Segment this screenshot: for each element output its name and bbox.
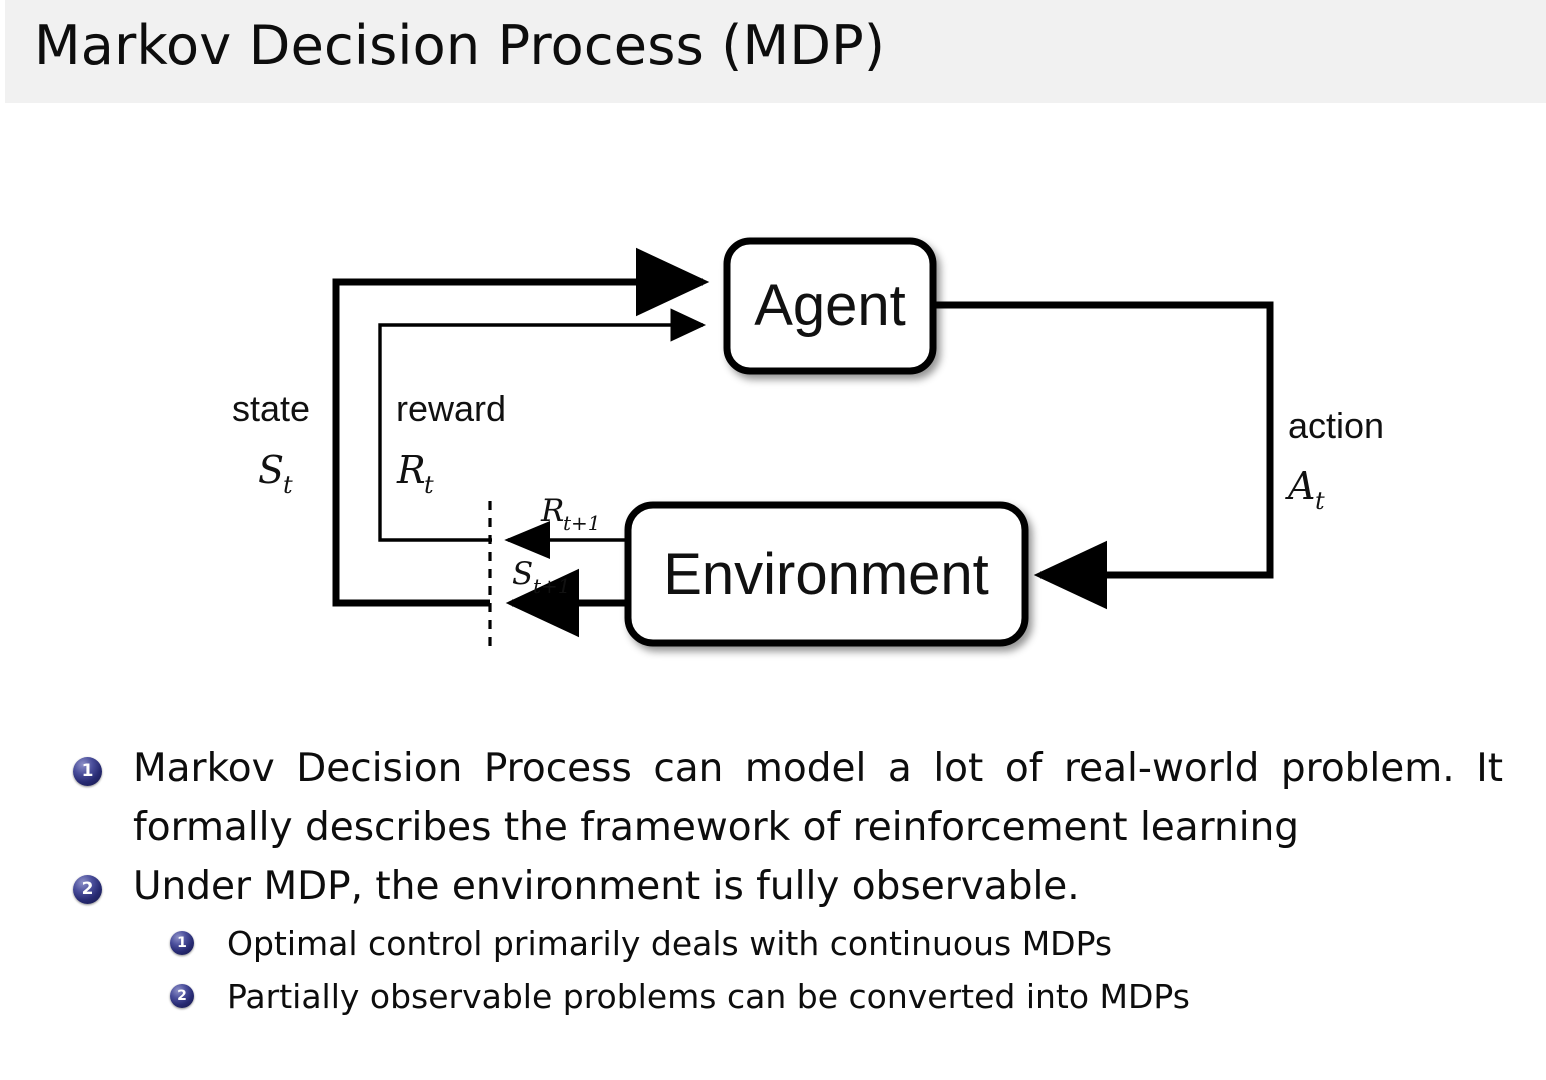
label-reward-symbol: R xyxy=(396,448,426,492)
label-reward-subscript: t xyxy=(424,471,434,499)
sub-bullet-text: Partially observable problems can be con… xyxy=(227,977,1190,1016)
sub-list-item[interactable]: 2 Partially observable problems can be c… xyxy=(0,970,1546,1023)
label-action-word: action xyxy=(1288,405,1384,446)
label-state-symbol: S xyxy=(258,448,284,492)
label-state-word: state xyxy=(232,388,310,429)
label-action-symbol: A xyxy=(1285,464,1315,508)
sub-bullet-number-badge: 1 xyxy=(170,931,194,955)
label-action: action A t xyxy=(1285,405,1384,515)
list-item[interactable]: 2 Under MDP, the environment is fully ob… xyxy=(0,853,1546,917)
list-item[interactable]: 1 Markov Decision Process can model a lo… xyxy=(0,735,1546,853)
bullet-text: Markov Decision Process can model a lot … xyxy=(133,746,1503,850)
label-state: state S t xyxy=(232,388,310,499)
node-agent[interactable]: Agent xyxy=(723,237,937,375)
label-state-next-subscript: t+1 xyxy=(533,574,571,598)
label-state-subscript: t xyxy=(283,471,293,499)
label-action-subscript: t xyxy=(1315,487,1325,515)
page-title: Markov Decision Process (MDP) xyxy=(34,14,886,77)
node-agent-label: Agent xyxy=(754,273,906,338)
edge-reward-to-agent xyxy=(378,308,707,542)
label-reward-next-subscript: t+1 xyxy=(563,511,601,535)
bullet-list: 1 Markov Decision Process can model a lo… xyxy=(0,735,1546,1023)
sub-bullet-number-badge: 2 xyxy=(170,984,194,1008)
title-bar: Markov Decision Process (MDP) xyxy=(5,0,1546,103)
node-environment-label: Environment xyxy=(663,542,989,607)
edge-state-to-agent xyxy=(332,247,710,607)
label-state-next-symbol: S xyxy=(512,556,533,592)
sub-bullet-text: Optimal control primarily deals with con… xyxy=(227,924,1113,963)
bullet-text: Under MDP, the environment is fully obse… xyxy=(133,864,1080,909)
label-reward: reward R t xyxy=(396,388,506,499)
bullet-number-badge: 2 xyxy=(73,875,102,904)
label-reward-next-symbol: R xyxy=(540,493,564,529)
edge-action-to-environment xyxy=(933,301,1274,610)
label-reward-next: R t+1 xyxy=(540,493,601,535)
bullet-number-badge: 1 xyxy=(73,757,102,786)
label-reward-word: reward xyxy=(396,388,506,429)
sub-list-item[interactable]: 1 Optimal control primarily deals with c… xyxy=(0,917,1546,970)
mdp-loop-diagram: Agent Environment state S t reward R t a… xyxy=(0,103,1546,703)
label-state-next: S t+1 xyxy=(512,556,571,598)
node-environment[interactable]: Environment xyxy=(624,501,1029,647)
